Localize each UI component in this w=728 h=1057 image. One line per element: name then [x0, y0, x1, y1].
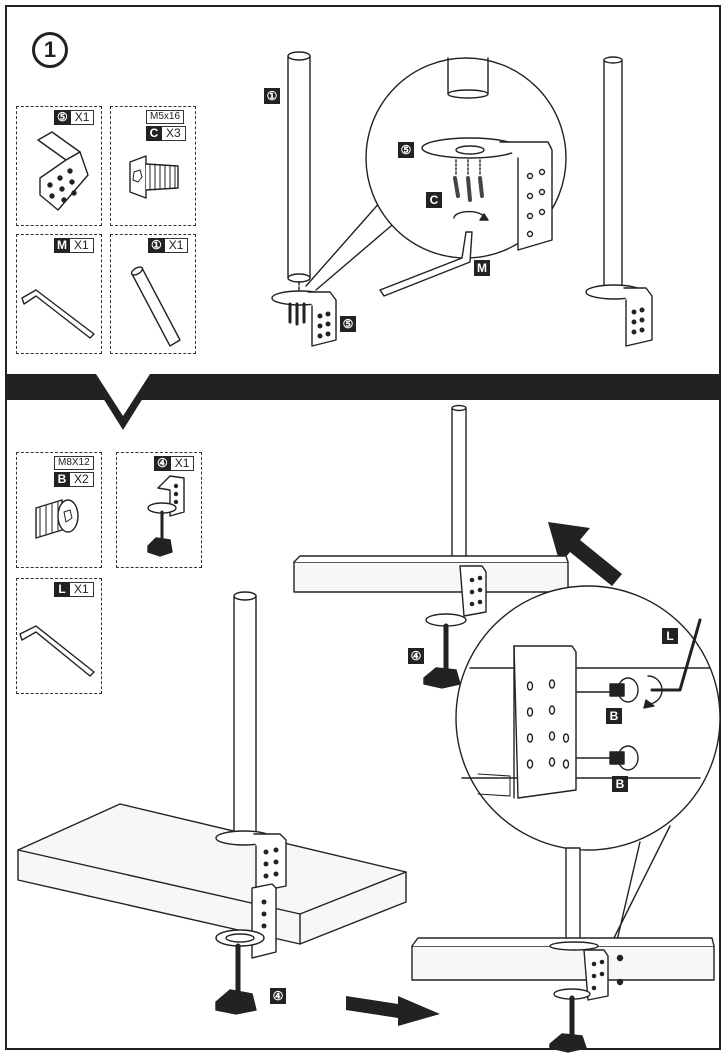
callout-wrench-l: L [662, 628, 678, 644]
step-number: 1 [32, 32, 68, 68]
callout-base-plate: ⑤ [340, 316, 356, 332]
chevron-down-icon [88, 374, 158, 430]
assembled-pole-drawing [585, 56, 653, 347]
callout-clamp-left: ④ [270, 988, 286, 1004]
callout-pole: ① [264, 88, 280, 104]
callout-base-plate-detail: ⑤ [398, 142, 414, 158]
arrow-up-left-icon [548, 522, 622, 586]
callout-wrench-m: M [474, 260, 490, 276]
desk-upper-right-drawing [293, 404, 569, 689]
wrench-m-part-icon [21, 289, 95, 339]
desk-lower-right-drawing [411, 847, 715, 1053]
detail-magnifier-top [305, 57, 567, 291]
detail-magnifier-bottom [455, 585, 721, 963]
bolt-b-part-icon [35, 499, 79, 539]
base-plate-exploded-drawing [271, 290, 337, 347]
pole-exploded-drawing [287, 51, 311, 297]
wrench-l-part-icon [19, 625, 95, 677]
clamp-part-icon [147, 475, 185, 557]
desk-left-drawing [17, 591, 407, 1015]
part-size-screw-c: M5x16 [146, 110, 185, 124]
callout-screw-c: C [426, 192, 442, 208]
page-frame [5, 5, 721, 1050]
callout-bolt-b-upper: B [606, 708, 622, 724]
wrench-m-drawing [379, 231, 473, 297]
pole-part-icon [130, 266, 181, 347]
base-plate-part-icon [37, 131, 89, 211]
arrow-right-icon [346, 996, 440, 1026]
screw-c-part-icon [129, 155, 179, 199]
callout-bolt-b-lower: B [612, 776, 628, 792]
callout-clamp-upper: ④ [408, 648, 424, 664]
part-size-bolt-b: M8X12 [54, 456, 94, 470]
